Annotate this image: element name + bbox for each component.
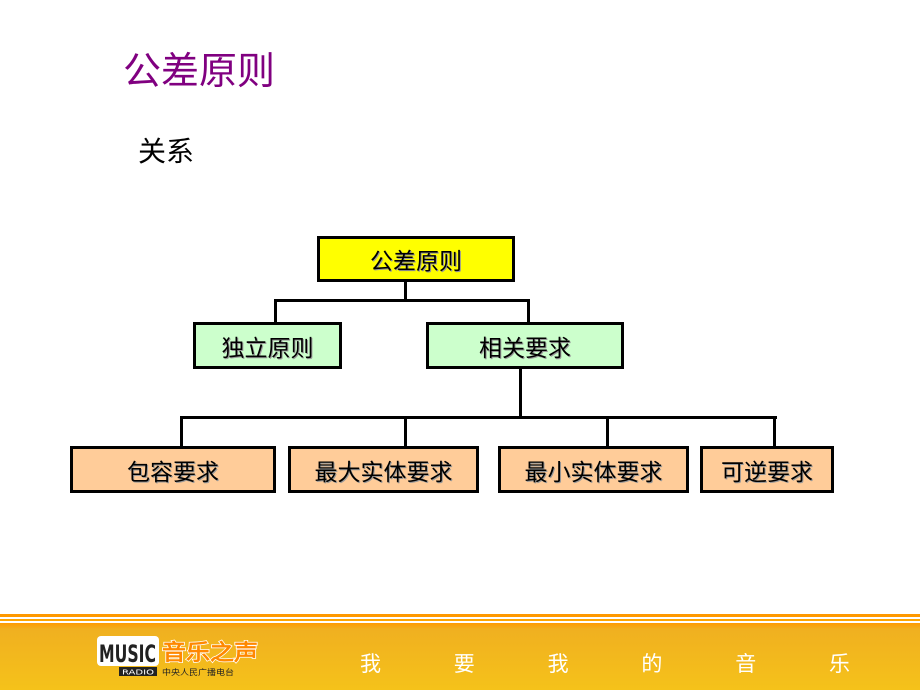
footer-divider	[0, 614, 920, 617]
slogan-char: 乐	[828, 652, 850, 676]
connector	[274, 299, 277, 323]
connector	[274, 299, 530, 302]
node-mmc: 最大实体要求	[288, 446, 479, 493]
svg-text:RADIO: RADIO	[122, 669, 155, 677]
node-lmc: 最小实体要求	[498, 446, 689, 493]
footer-slogan: 我 要 我 的 音 乐	[360, 648, 850, 678]
node-related: 相关要求	[426, 322, 624, 369]
connector	[404, 281, 407, 301]
music-radio-logo: MUSIC RADIO 音乐之声 中央人民广播电台	[97, 636, 259, 677]
footer-divider	[0, 619, 920, 621]
connector	[180, 416, 777, 419]
node-envelope: 包容要求	[70, 446, 276, 493]
connector	[527, 299, 530, 323]
slogan-char: 的	[641, 652, 663, 676]
connector	[404, 416, 407, 447]
slide-title: 公差原则	[123, 49, 276, 93]
node-reciprocity: 可逆要求	[700, 446, 834, 493]
slogan-char: 要	[453, 652, 475, 676]
connector	[180, 416, 183, 447]
node-root: 公差原则	[317, 236, 515, 282]
node-independent: 独立原则	[193, 322, 342, 369]
slogan-char: 我	[360, 652, 381, 676]
svg-text:中央人民广播电台: 中央人民广播电台	[162, 667, 234, 677]
connector	[773, 416, 776, 447]
slogan-char: 音	[735, 652, 757, 676]
slide-subtitle: 关系	[138, 135, 195, 168]
svg-text:音乐之声: 音乐之声	[162, 640, 258, 666]
svg-text:MUSIC: MUSIC	[99, 640, 156, 668]
connector	[519, 368, 522, 418]
slogan-char: 我	[547, 652, 569, 676]
connector	[606, 416, 609, 447]
